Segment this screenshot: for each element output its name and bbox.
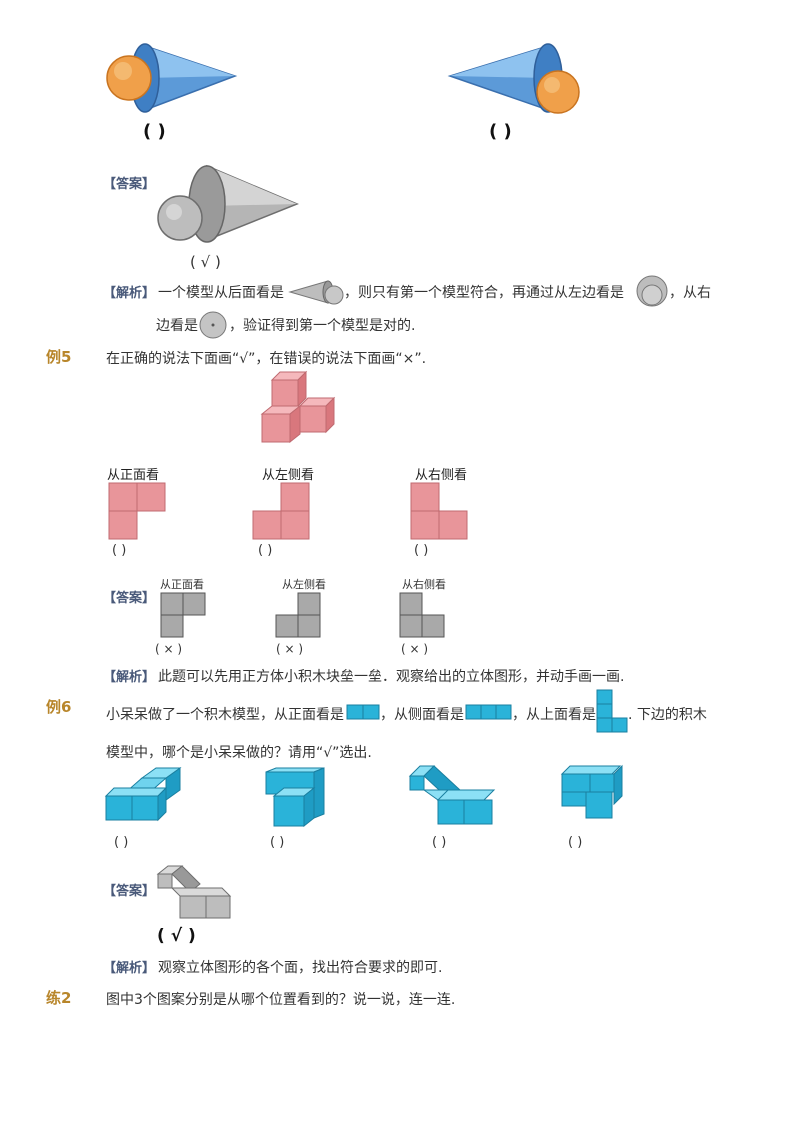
example-6-question-line2: 模型中，哪个是小呆呆做的？请用“√”选出. — [106, 745, 372, 761]
answer-right-view-gray — [399, 592, 445, 638]
example-6-question: 小呆呆做了一个积木模型，从正面看是 — [106, 707, 344, 723]
analysis-tag: 【解析】 — [103, 670, 156, 685]
cyan-model-option-2 — [265, 767, 325, 828]
option-paren-4: ( ) — [568, 835, 583, 850]
analysis-text: 一个模型从后面看是 — [158, 285, 284, 301]
view-paren-right: ( ) — [414, 543, 429, 558]
pink-cube-model — [260, 370, 336, 444]
analysis-text: 观察立体图形的各个面，找出符合要求的即可. — [158, 960, 443, 976]
analysis-tag: 【解析】 — [103, 961, 156, 976]
choice-paren-1: ( ) — [143, 121, 166, 142]
left-view-pink — [252, 482, 310, 540]
answer-front-view-gray — [160, 592, 206, 638]
answer-paren-left: ( × ) — [276, 642, 304, 656]
cone-ball-figure-2 — [447, 43, 580, 114]
answer-paren: ( √ ) — [190, 253, 221, 271]
option-paren-3: ( ) — [432, 835, 447, 850]
answer-view-label-right: 从右侧看 — [402, 578, 446, 591]
option-paren-1: ( ) — [114, 835, 129, 850]
answer-paren-right: ( × ) — [401, 642, 429, 656]
answer-paren-front: ( × ) — [155, 642, 183, 656]
answer-cone-figure — [157, 164, 299, 243]
example-6-label: 例6 — [46, 698, 72, 716]
front-view-cyan-icon — [346, 704, 380, 720]
analysis-text: 边看是 — [156, 318, 198, 334]
practice-2-question: 图中3个图案分别是从哪个位置看到的？说一说，连一连. — [106, 992, 456, 1008]
answer-left-view-gray — [275, 592, 321, 638]
example-5-question: 在正确的说法下面画“√”，在错误的说法下面画“×”. — [106, 351, 427, 367]
view-paren-left: ( ) — [258, 543, 273, 558]
analysis-tag: 【解析】 — [103, 286, 156, 301]
example-6-question: ，从侧面看是 — [380, 707, 464, 723]
mini-cone-icon — [288, 280, 344, 305]
answer-paren: ( √ ) — [157, 926, 196, 946]
answer-view-label-left: 从左侧看 — [282, 578, 326, 591]
right-view-circle-icon — [199, 311, 227, 339]
side-view-cyan-icon — [465, 704, 512, 720]
answer-tag: 【答案】 — [103, 591, 156, 606]
choice-paren-2: ( ) — [489, 121, 512, 142]
example-5-label: 例5 — [46, 348, 72, 366]
cyan-model-option-3 — [408, 765, 496, 825]
analysis-text: 此题可以先用正方体小积木块垒一垒．观察给出的立体图形，并动手画一画. — [158, 669, 625, 685]
top-view-cyan-icon — [596, 689, 628, 733]
cyan-model-option-1 — [104, 767, 182, 822]
example-6-question: ，从上面看是 — [512, 707, 596, 723]
view-label-right: 从右侧看 — [415, 468, 468, 483]
answer-tag: 【答案】 — [103, 177, 156, 192]
answer-tag: 【答案】 — [103, 884, 156, 899]
cone-ball-figure-1 — [106, 43, 238, 113]
analysis-text: ，验证得到第一个模型是对的. — [229, 318, 416, 334]
analysis-text: ，则只有第一个模型符合，再通过从左边看是 — [344, 285, 624, 301]
answer-view-label-front: 从正面看 — [160, 578, 204, 591]
front-view-pink — [108, 482, 166, 540]
cyan-model-option-4 — [560, 764, 623, 819]
practice-2-label: 练2 — [46, 989, 72, 1007]
right-view-pink — [410, 482, 468, 540]
view-label-front: 从正面看 — [107, 468, 160, 483]
left-view-circle-icon — [636, 275, 668, 307]
option-paren-2: ( ) — [270, 835, 285, 850]
analysis-text: ，从右 — [669, 285, 711, 301]
answer-gray-model — [156, 865, 232, 919]
view-paren-front: ( ) — [112, 543, 127, 558]
example-6-question: . 下边的积木 — [628, 707, 707, 723]
view-label-left: 从左侧看 — [262, 468, 315, 483]
